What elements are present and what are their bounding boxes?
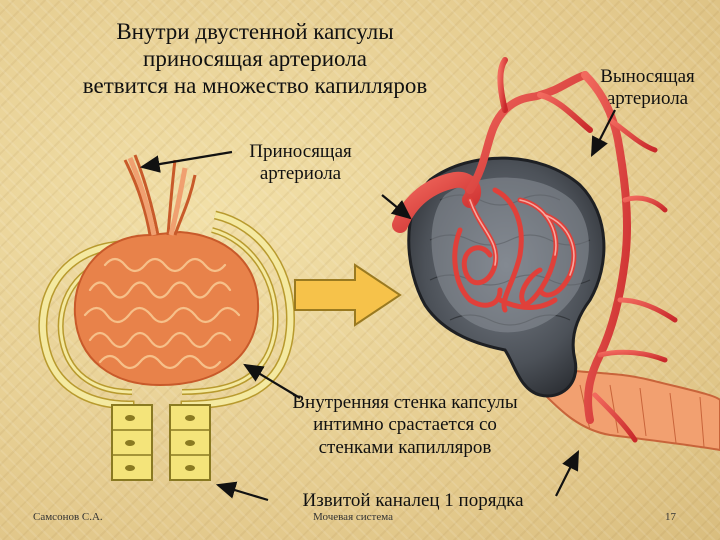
slide-title: Внутри двустенной капсулы приносящая арт… [30, 18, 480, 99]
arrow-afferent-right [381, 194, 412, 220]
label-inner-wall-line-2: интимно срастается со [313, 414, 497, 436]
label-inner-wall-line-1: Внутренняя стенка капсулы [292, 392, 518, 413]
label-inner-wall-line-3: стенками капилляров [318, 436, 492, 458]
title-line-1: Внутри двустенной капсулы [116, 19, 394, 44]
label-efferent-line-2: артериола [606, 88, 689, 110]
arrow-efferent [590, 109, 616, 157]
label-afferent-arteriole: Приносящая артериола [228, 141, 373, 186]
transition-arrow-icon [294, 263, 402, 327]
title-line-3: ветвится на множество капилляров [82, 73, 428, 99]
label-afferent-line-1: Приносящая [249, 141, 352, 162]
arrow-tubule-left [215, 481, 269, 502]
footer-topic: Мочевая система [313, 511, 393, 523]
detailed-glomerulus [392, 57, 720, 452]
footer-author: Самсонов С.А. [33, 511, 103, 523]
page-number: 17 [665, 511, 676, 523]
arrow-afferent-left [139, 150, 233, 173]
pointer-arrows [139, 109, 616, 502]
label-efferent-arteriole: Выносящая артериола [585, 66, 710, 111]
arrow-tubule-right [555, 450, 579, 497]
arrow-inner-wall [243, 363, 301, 399]
label-inner-capsule-wall: Внутренняя стенка капсулы интимно сраста… [255, 392, 555, 459]
label-afferent-line-2: артериола [259, 163, 342, 185]
label-convoluted-tubule: Извитой каналец 1 порядка [302, 490, 524, 511]
label-efferent-line-1: Выносящая [600, 66, 695, 87]
title-line-2: приносящая артериола [143, 46, 367, 72]
schematic-capsule [38, 154, 295, 481]
